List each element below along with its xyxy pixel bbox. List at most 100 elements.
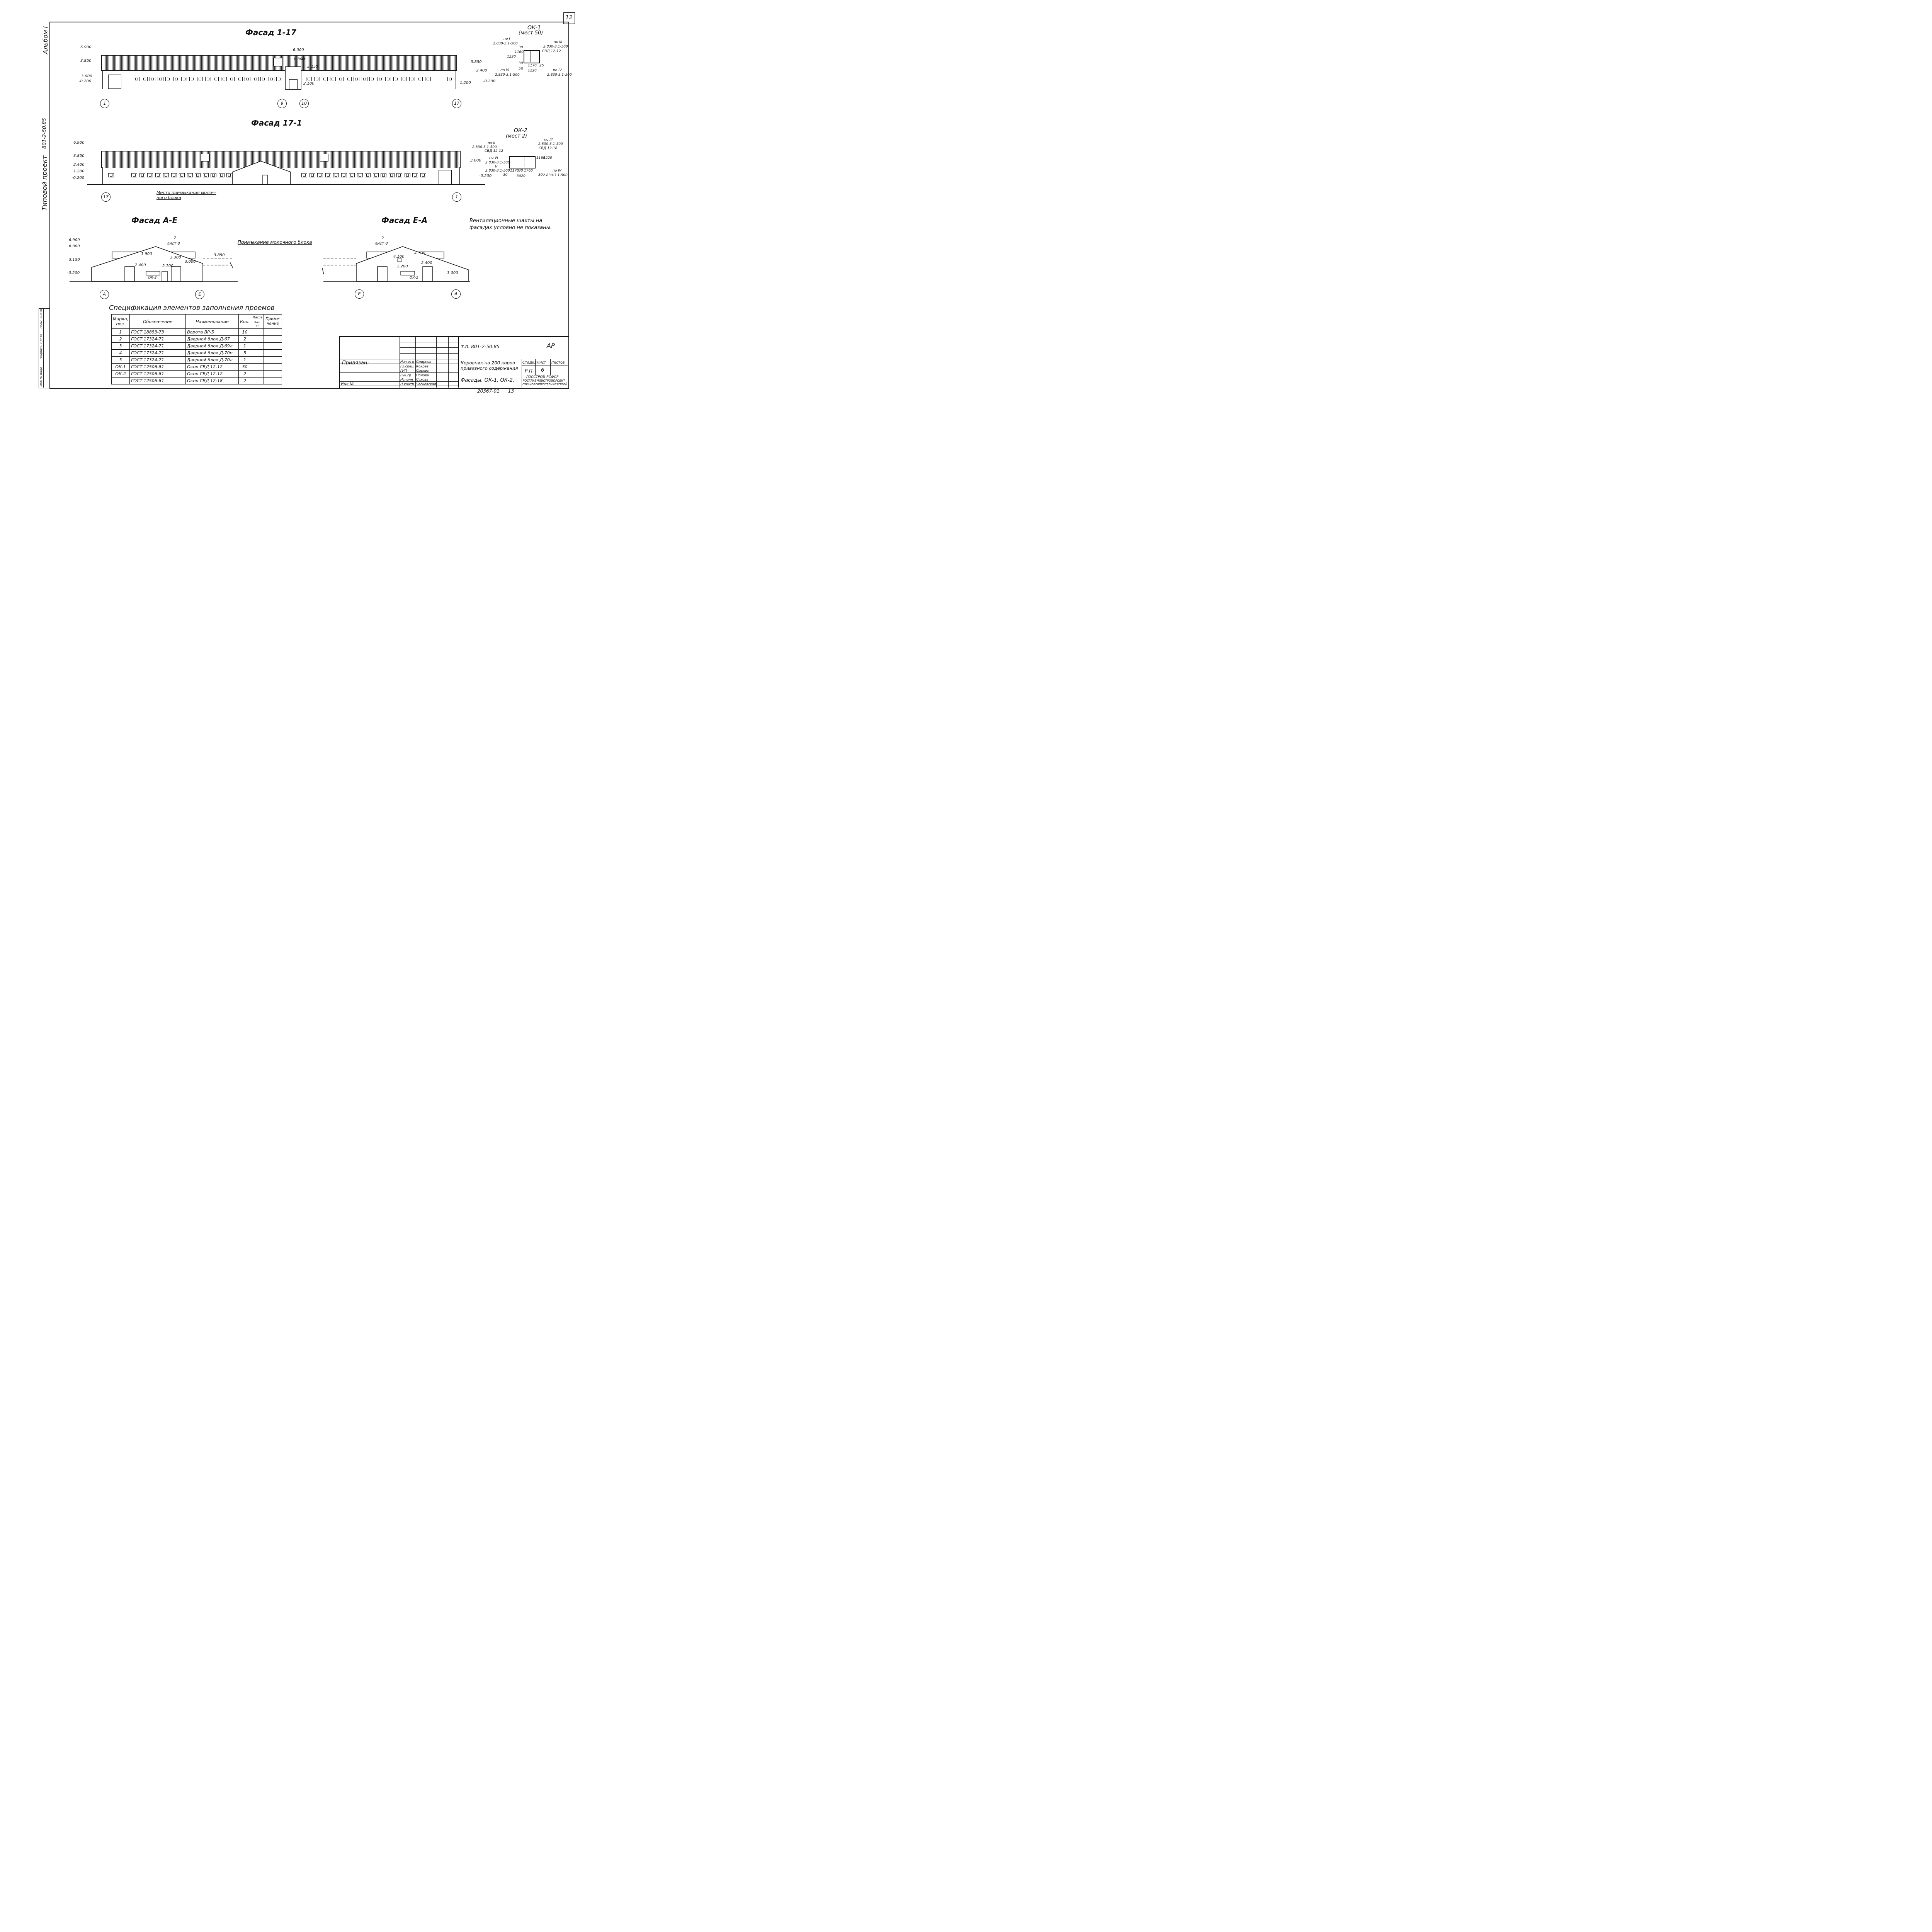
f117-axis-10: 10 [299,99,309,108]
spec-col-note: Приме-чание [264,314,282,329]
spec-cell-note [264,363,282,371]
facade-window [341,173,347,177]
ok1-window [524,50,540,63]
spec-cell-code: ГОСТ 12506-81 [129,363,186,371]
f171-level-6900: 6.900 [73,141,85,145]
facade-window [354,77,359,81]
ok2-subtitle: (мест 2) [506,133,527,139]
f117-level-3000: 3.000 [81,74,92,78]
album-label: Альбом I [42,26,49,54]
facade-window [189,77,195,81]
fae-sheet-ref: лист 8 [167,242,180,246]
ok2-ref-10: 2.830-3.1-500 [485,169,510,173]
spec-cell-qty: 50 [238,363,252,371]
facade-window [213,77,219,81]
facade-window [147,173,153,177]
spec-cell-mass [251,363,264,371]
facade-17-1-gate [439,170,452,185]
f117-axis-1: 1 [100,99,109,108]
facade-window [211,173,216,177]
ok1-ref-7: 2.830-3.1-500 [495,73,520,77]
spec-cell-code: ГОСТ 17324-71 [129,342,186,350]
fea-level-3000: 3.000 [447,271,458,275]
spec-cell-name: Ворота ВР-5 [185,328,239,336]
facade-window [173,77,179,81]
facade-17-1-title: Фасад 17-1 [251,118,302,128]
facade-window [252,77,259,81]
facade-17-1-roof [101,151,461,168]
fea-window-tag: ОК-2 [410,276,418,280]
fae-level-6900: 6.900 [69,238,80,242]
f117-level-minus200: -0.200 [79,79,92,83]
tb-role: Рук.гр. [400,373,412,378]
facade-window [157,77,163,81]
facade-17-1-dormer-2 [320,154,328,162]
tb-col-stage: Стадия [522,361,537,365]
facade-window [309,173,315,177]
sheet-number: 12 [565,14,573,21]
ok1-dim-25a: 25 [519,67,523,71]
ok1-title: ОК-1 [527,25,541,31]
side-stamp-inv: Инв.№ подл. [39,366,43,386]
facade-window [245,77,250,81]
tb-role: Нач.отд [400,360,414,364]
spec-header-row: Марка, поз. Обозначение Наименование Кол… [111,314,282,329]
ok1-ref-2: 2.830-3.1-500 [493,42,518,46]
facade-window [396,173,402,177]
f171-level-3850: 3.850 [73,154,85,158]
facade-window [372,173,379,177]
tb-inv: Инв.№ [341,382,354,386]
tb-row-line [400,347,458,348]
facade-window [338,77,344,81]
facade-window [409,77,415,81]
spec-cell-mass [251,377,264,384]
ok1-subtitle: (мест 50) [519,30,543,36]
ok2-ref-11: по IV [553,169,562,173]
ok1-ref-4: 2.830-3.1-500 [543,45,568,49]
f117-level-r-1200: 1.200 [460,81,471,85]
spec-cell-name: Окно СВД 12-12 [185,370,239,378]
f117-level-6000: 6.000 [293,48,304,52]
ok2-window [509,156,536,168]
tb-name: Кокрев [416,364,429,369]
f117-level-3150: 3.150 [307,65,318,69]
facade-17-1-ground [87,184,485,185]
spec-cell-code: ГОСТ 12506-81 [129,377,186,384]
tb-code: т.п. 801-2-50.85 [461,344,500,349]
facade-window [369,77,375,81]
ok1-dim-1160: 1160 [515,50,524,54]
ok2-ref-1: по II [488,141,495,145]
ok1-dim-1220-v: 1220 [507,55,516,59]
sheet-number-box [563,12,575,24]
facade-window [229,77,235,81]
tb-mark: АР [547,342,555,349]
spec-cell-name: Окно СВД 12-18 [185,377,239,384]
spec-col-code: Обозначение [129,314,186,329]
f117-axis-17: 17 [452,99,461,108]
tb-role: Гл.спец [400,364,414,369]
ventilation-note: Вентиляционные шахты на фасадах условно … [469,218,552,231]
fae-sheet-ref-num: 2 [174,236,177,240]
spec-cell-mark: 3 [111,342,130,350]
ok2-ref-8: 2.830-3.1-500 [485,161,510,165]
facade-window [221,77,227,81]
facade-window [260,77,266,81]
f117-level-6900: 6.900 [80,45,92,49]
tb-name: Ческовская [416,382,436,386]
facade-window [381,173,386,177]
facade-window [181,77,187,81]
spec-cell-qty: 10 [238,328,252,336]
spec-cell-mass [251,370,264,378]
fae-axis-a: А [100,290,109,299]
fae-level-3900: 3.900 [141,252,152,256]
ok1-dim-1220-h: 1220 [528,69,537,73]
f171-level-r-minus200: -0.200 [479,174,492,178]
tb-name: Сухова [416,378,429,382]
facade-window [134,77,139,81]
fae-window-tag: ОК-2 [148,276,157,280]
fea-axis-a: А [451,289,461,299]
fea-axis-e: Е [355,289,364,299]
adjoining-label: Примыкание молочного блока [238,240,312,245]
facade-window [447,77,453,81]
